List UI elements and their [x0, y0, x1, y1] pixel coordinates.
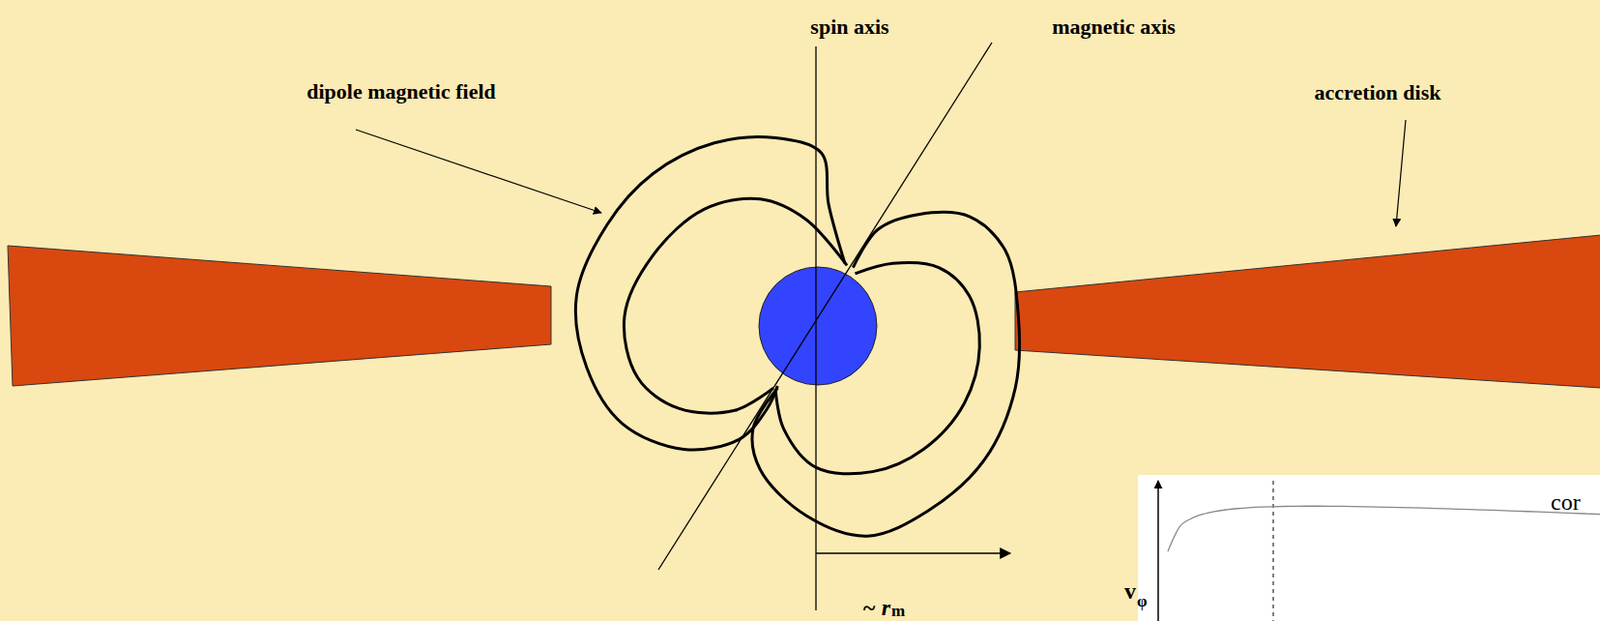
leader-line	[355, 129, 602, 213]
radius-subscript: m	[891, 602, 905, 619]
velocity-curve	[1167, 505, 1600, 552]
radius-arrow	[815, 552, 1011, 554]
velocity-curve	[1167, 505, 1600, 552]
field-line	[752, 211, 1020, 536]
curve-label: cor	[1550, 490, 1581, 514]
accretion-disk-right	[1015, 234, 1600, 388]
axis-label: magnetic axis	[1051, 16, 1176, 38]
inset-panel	[1137, 474, 1600, 621]
axis-label: spin axis	[810, 16, 889, 38]
inset-dashed-line	[1273, 480, 1275, 621]
disk-label: accretion disk	[1314, 82, 1442, 104]
inset-axis	[1157, 480, 1160, 621]
axis-label: v	[1124, 579, 1136, 603]
spin-axis-line	[814, 46, 816, 611]
leader-line	[1396, 119, 1406, 227]
neutron-star	[758, 266, 877, 385]
field-lines	[575, 137, 1019, 537]
accretion-disk-left	[7, 245, 552, 386]
radius-label: ~ r	[862, 595, 891, 619]
magnetic-axis-line	[658, 42, 992, 570]
field-label: dipole magnetic field	[306, 81, 496, 103]
axis-subscript: φ	[1136, 592, 1148, 610]
